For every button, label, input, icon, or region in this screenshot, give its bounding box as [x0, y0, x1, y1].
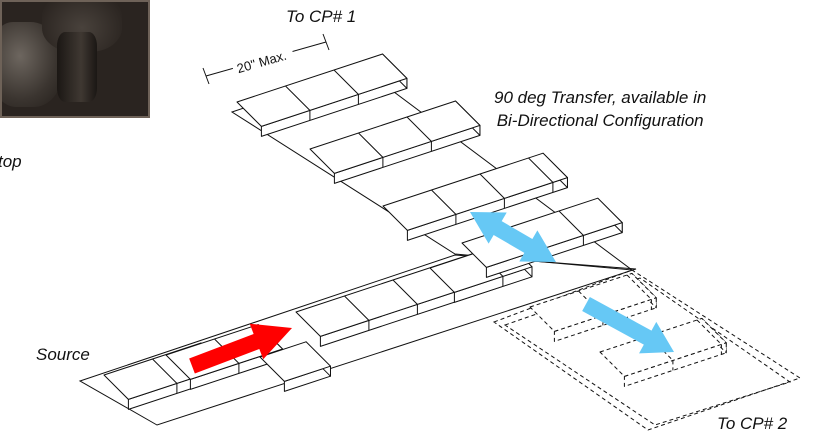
transfer-line-1: 90 deg Transfer, available in: [494, 88, 707, 107]
to-cp1-label: To CP# 1: [286, 7, 357, 26]
transfer-zone-outline: [503, 277, 792, 426]
roller-divider: [479, 173, 505, 199]
roller-divider: [558, 210, 584, 236]
roller-divider: [392, 279, 418, 305]
module-top-face: [461, 197, 623, 268]
roller-module: [259, 341, 331, 392]
flow-arrows: [189, 212, 674, 374]
module-top-face: [259, 341, 331, 382]
to-cp2-label: To CP# 2: [717, 414, 788, 433]
transfer-line-2: Bi-Directional Configuration: [496, 111, 704, 130]
roller-divider: [358, 132, 384, 158]
transfer-arrow-to-cp1: [470, 212, 556, 262]
roller-divider: [344, 295, 370, 321]
roller-module: [236, 53, 408, 137]
top-label: top: [0, 152, 22, 171]
roller-divider: [431, 189, 457, 215]
roller-divider: [285, 85, 311, 111]
roller-divider: [406, 116, 432, 142]
roller-divider: [626, 274, 652, 300]
dimension-marker: 20" Max.: [202, 33, 330, 85]
module-top-face: [382, 152, 568, 231]
dimension-tick: [322, 33, 330, 51]
roller-divider: [528, 157, 554, 183]
transfer-arrow-to-cp2: [582, 296, 674, 354]
roller-divider: [696, 319, 722, 345]
source-conveyor-base: [78, 254, 637, 426]
transfer-description: 90 deg Transfer, available in Bi-Directi…: [494, 86, 706, 132]
roller-divider: [333, 69, 359, 95]
conveyor-photo: [0, 0, 150, 118]
roller-divider: [152, 358, 178, 384]
source-flow-arrow: [189, 323, 292, 374]
dimension-tick: [202, 67, 210, 85]
source-label: Source: [36, 345, 90, 364]
transfer-zone-base: [492, 269, 802, 431]
roller-module: [309, 100, 481, 184]
roller-module: [461, 197, 623, 278]
dimension-label-bg: [230, 41, 296, 81]
roller-module: [382, 152, 568, 241]
photo-shape: [57, 32, 97, 102]
